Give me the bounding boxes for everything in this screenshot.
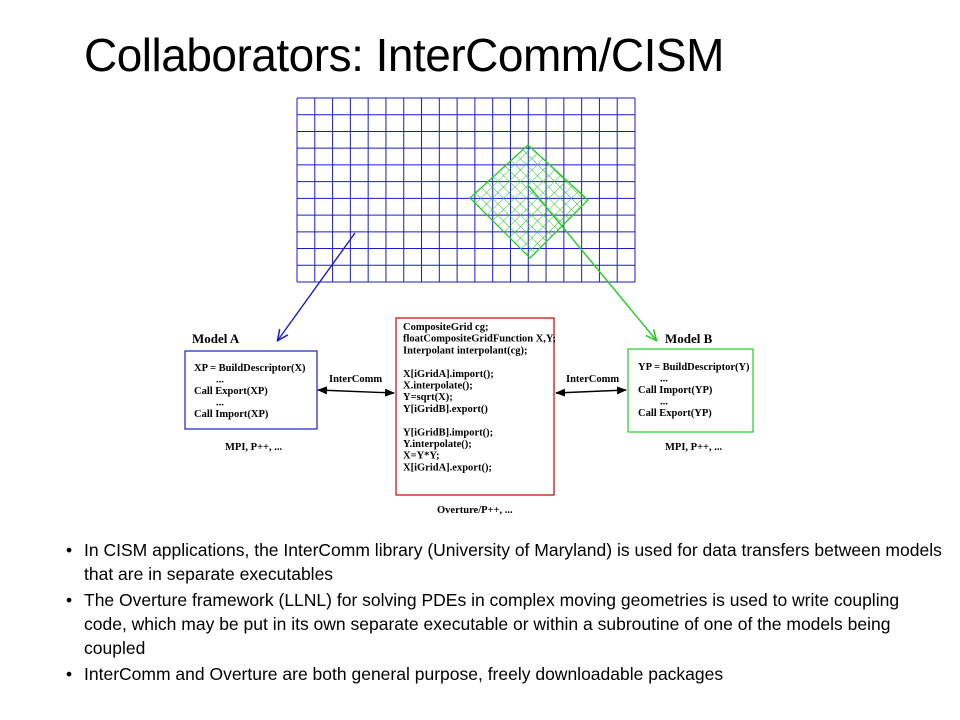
code-line: Call Import(YP) bbox=[638, 385, 713, 396]
code-line: X=Y*Y; bbox=[403, 451, 440, 462]
bullet-dot: • bbox=[66, 540, 73, 560]
overture-code: CompositeGrid cg;floatCompositeGridFunct… bbox=[403, 322, 556, 473]
arrow-grid-to-model-b bbox=[527, 184, 656, 340]
code-line: Y[iGridB].import(); bbox=[403, 427, 493, 438]
model-a-box bbox=[184, 350, 318, 430]
code-line: X[iGridA].import(); bbox=[403, 369, 494, 380]
arrow-grid-to-model-a bbox=[278, 232, 356, 340]
model-a-title: Model A bbox=[192, 331, 240, 346]
model-b-box bbox=[627, 348, 754, 433]
bullet-dot: • bbox=[66, 590, 73, 610]
code-line: Call Import(XP) bbox=[194, 409, 269, 420]
coupling-diagram: Model A XP = BuildDescriptor(X)...Call E… bbox=[184, 97, 754, 516]
code-line: YP = BuildDescriptor(Y) bbox=[638, 362, 750, 373]
code-line: X.interpolate(); bbox=[403, 381, 473, 392]
code-line: ... bbox=[660, 397, 668, 408]
intercomm-link-right bbox=[555, 386, 627, 397]
intercomm-label-right: InterComm bbox=[566, 374, 619, 385]
page-title: Collaborators: InterComm/CISM bbox=[84, 29, 724, 81]
bullet-list: •In CISM applications, the InterComm lib… bbox=[66, 538, 946, 688]
code-line: X[iGridA].export(); bbox=[403, 462, 492, 473]
code-line: ... bbox=[660, 374, 668, 385]
code-line: Call Export(XP) bbox=[194, 386, 268, 397]
model-b-footer: MPI, P++, ... bbox=[665, 442, 723, 453]
overture-footer: Overture/P++, ... bbox=[437, 505, 513, 516]
code-line: ... bbox=[216, 375, 224, 386]
intercomm-label-left: InterComm bbox=[329, 374, 382, 385]
code-line: Y[iGridB].export() bbox=[403, 404, 488, 415]
code-line: Call Export(YP) bbox=[638, 408, 712, 419]
code-line: Interpolant interpolant(cg); bbox=[403, 345, 528, 356]
code-line: CompositeGrid cg; bbox=[403, 322, 488, 333]
code-line: ... bbox=[216, 398, 224, 409]
code-line: XP = BuildDescriptor(X) bbox=[194, 363, 306, 374]
bullet-item: •The Overture framework (LLNL) for solvi… bbox=[66, 590, 900, 658]
model-b-code: YP = BuildDescriptor(Y)...Call Import(YP… bbox=[638, 362, 750, 419]
code-line: Y.interpolate(); bbox=[403, 439, 472, 450]
model-a-code: XP = BuildDescriptor(X)...Call Export(XP… bbox=[194, 363, 306, 420]
model-b-title: Model B bbox=[665, 331, 713, 346]
bullet-item: •InterComm and Overture are both general… bbox=[66, 664, 724, 684]
code-line: Y=sqrt(X); bbox=[403, 392, 453, 403]
bullet-dot: • bbox=[66, 664, 73, 684]
bullet-item: •In CISM applications, the InterComm lib… bbox=[66, 540, 942, 584]
component-grid-overlay bbox=[469, 144, 589, 259]
code-line: floatCompositeGridFunction X,Y; bbox=[403, 334, 556, 345]
intercomm-link-left bbox=[317, 386, 395, 397]
model-a-footer: MPI, P++, ... bbox=[225, 442, 283, 453]
background-grid bbox=[296, 97, 636, 283]
overture-box bbox=[395, 317, 555, 496]
